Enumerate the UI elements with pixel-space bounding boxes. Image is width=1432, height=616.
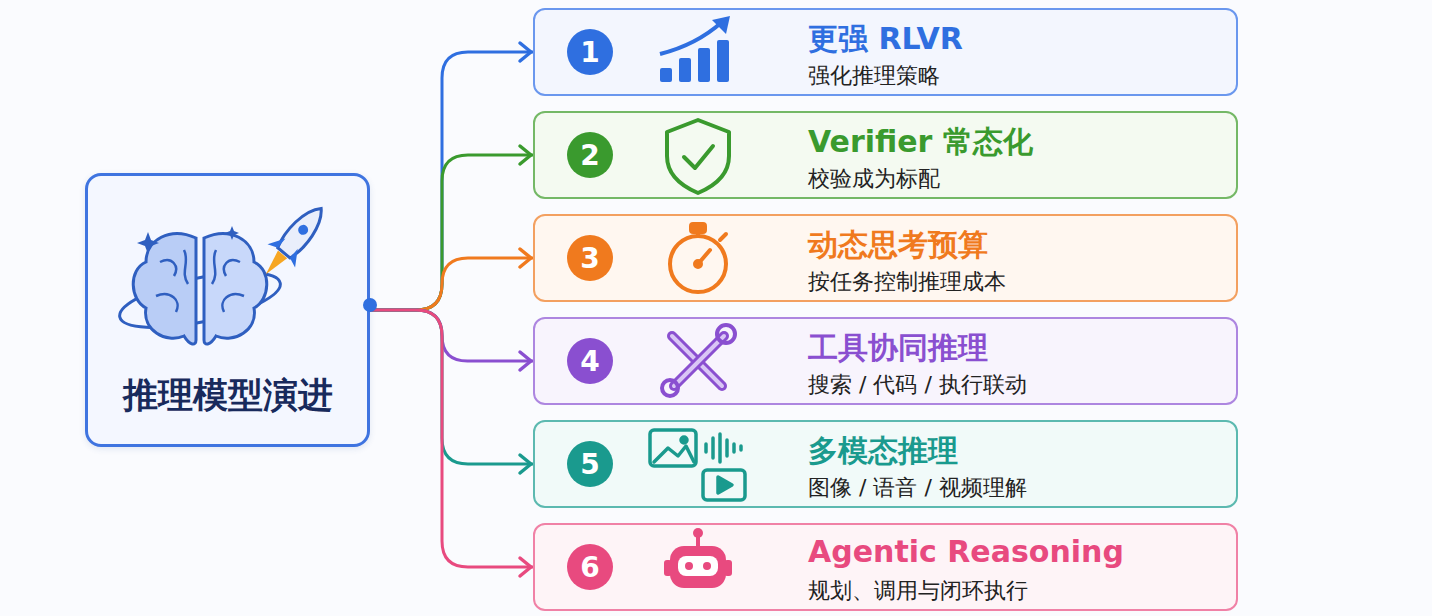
- trend-title: Verifier 常态化: [808, 122, 1033, 163]
- number-text: 1: [580, 36, 599, 69]
- trend-box: Agentic Reasoning 规划、调用与闭环执行 6: [533, 523, 1238, 611]
- junction-dot: [363, 298, 377, 312]
- tools-icon: [662, 325, 735, 396]
- topic-box: 推理模型演进: [85, 173, 370, 447]
- connector-arrow: [370, 310, 533, 576]
- trend-subtitle: 规划、调用与闭环执行: [808, 576, 1028, 606]
- trend-subtitle: 强化推理策略: [808, 61, 940, 91]
- trend-title: 多模态推理: [808, 431, 958, 472]
- callout-number: 5: [567, 441, 613, 487]
- callout-number: 2: [567, 132, 613, 178]
- callout-number: 4: [567, 338, 613, 384]
- trend-box: 多模态推理图像 / 语音 / 视频理解 5: [533, 420, 1238, 508]
- trend-title: 动态思考预算: [808, 225, 988, 266]
- connector-arrow: [370, 310, 533, 370]
- number-text: 3: [580, 242, 599, 275]
- trend-title: 工具协同推理: [808, 328, 988, 369]
- topic-title: 推理模型演进: [88, 372, 367, 419]
- trend-title: Agentic Reasoning: [808, 534, 1124, 569]
- connector-arrow: [370, 249, 533, 310]
- robot-icon: [664, 528, 732, 588]
- media-icon: [650, 430, 745, 500]
- callout-number: 1: [567, 29, 613, 75]
- number-text: 4: [580, 345, 599, 378]
- trend-title: 更强 RLVR: [808, 19, 963, 60]
- callout-number: 6: [567, 544, 613, 590]
- trend-box: 更强 RLVR强化推理策略 1: [533, 8, 1238, 96]
- connector-arrow: [370, 43, 533, 310]
- trend-box: 工具协同推理搜索 / 代码 / 执行联动 4: [533, 317, 1238, 405]
- trend-subtitle: 校验成为标配: [808, 164, 940, 194]
- stopwatch-icon: [670, 224, 726, 292]
- growth-chart-icon: [660, 16, 730, 82]
- number-text: 6: [580, 551, 599, 584]
- trend-subtitle: 按任务控制推理成本: [808, 267, 1006, 297]
- brain-illustration: [115, 197, 335, 344]
- callout-number: 3: [567, 235, 613, 281]
- number-text: 2: [580, 139, 599, 172]
- trend-box: 动态思考预算按任务控制推理成本 3: [533, 214, 1238, 302]
- trend-subtitle: 图像 / 语音 / 视频理解: [808, 473, 1027, 503]
- shield-icon: [667, 120, 729, 193]
- connector-arrow: [370, 146, 533, 310]
- trend-box: Verifier 常态化校验成为标配 2: [533, 111, 1238, 199]
- trend-subtitle: 搜索 / 代码 / 执行联动: [808, 370, 1027, 400]
- number-text: 5: [580, 448, 599, 481]
- connector-arrow: [370, 310, 533, 473]
